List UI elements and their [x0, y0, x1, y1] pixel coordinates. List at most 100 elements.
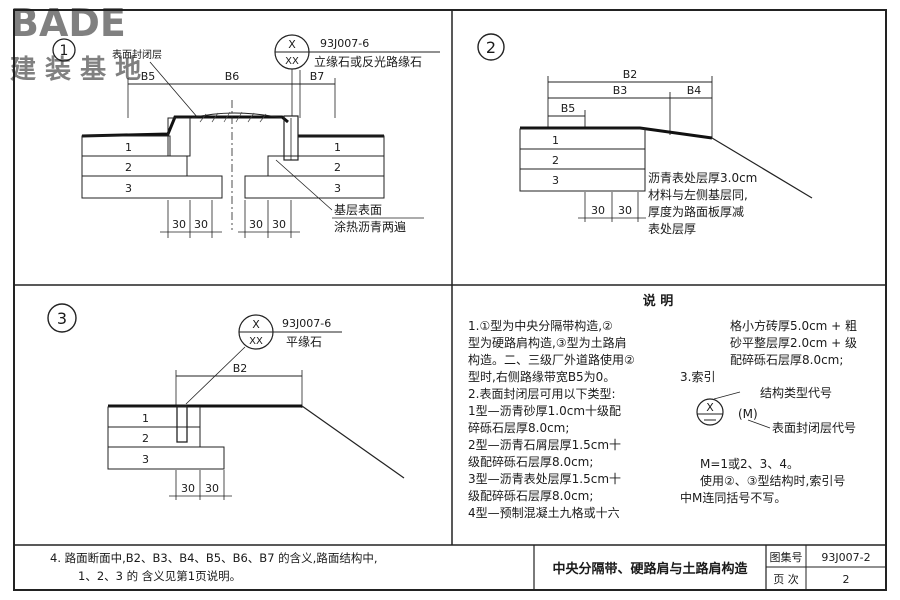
- panel-3-ref-top: X: [252, 318, 260, 331]
- panel-2-layer-3: [519, 168, 646, 192]
- panel-1-note-line-1: 基层表面: [334, 203, 382, 217]
- panel-2-slope: [711, 137, 813, 199]
- panel-3-slope: [301, 405, 405, 479]
- drawing-title: 中央分隔带、硬路肩与土路肩构造: [552, 561, 748, 577]
- notes-tail: M=1或2、3、4。 使用②、③型结构时,索引号 中M连同括号不写。: [680, 457, 845, 505]
- panel-2-note-line-1: 沥青表处层厚3.0cm: [648, 171, 757, 185]
- panel-1-surface-left: [81, 115, 289, 138]
- notes-tail-line: 中M连同括号不写。: [680, 490, 786, 505]
- notes-left-line: 型时,右侧路缘带宽B5为0。: [468, 369, 615, 384]
- index-symbol-legend: X (M) 结构类型代号 表面封闭层代号: [696, 385, 856, 435]
- panel-1-dim-30-c: 30: [249, 218, 263, 231]
- panel-3-number: 3: [57, 309, 67, 328]
- panel-1-number: 1: [60, 43, 69, 59]
- panel-1-layer-label-2: 2: [125, 161, 132, 174]
- index-x: X: [706, 401, 714, 414]
- atlas-value: 93J007-2: [821, 551, 870, 564]
- panel-1-layer-label-2-right: 2: [334, 161, 341, 174]
- panel-1-curb-left: [167, 117, 191, 157]
- panel-1-bottom-dims: [160, 200, 300, 238]
- panel-3-ref-bottom: XX: [249, 336, 263, 347]
- panel-3-layer-1: [107, 406, 201, 428]
- panel-2-dimension-lines: [547, 76, 713, 138]
- panel-3-dim-b2: B2: [233, 362, 248, 375]
- notes-left-line: 级配碎砾石层厚8.0cm;: [468, 488, 593, 503]
- panel-3-ref-code: 93J007-6: [282, 317, 331, 330]
- panel-2-layer-2: [519, 148, 646, 170]
- notes-left-line: 级配碎砾石层厚8.0cm;: [468, 454, 593, 469]
- watermark-logo: BADE 建 装 基 地: [10, 1, 141, 85]
- panel-1-number-circle: [52, 38, 76, 62]
- panel-1-note-leader: [275, 159, 333, 211]
- panel-2-note-line-4: 表处层厚: [648, 222, 696, 236]
- index-struct-label: 结构类型代号: [760, 385, 832, 400]
- panel-2-layer-label-2: 2: [552, 154, 559, 167]
- watermark-brand: BADE: [10, 1, 126, 45]
- atlas-label: 图集号: [770, 550, 803, 564]
- notes-right-column: 格小方砖厚5.0cm + 粗 砂平整层厚2.0cm + 级 配碎砾石层厚8.0c…: [680, 318, 857, 384]
- panel-1-layer-label-3: 3: [125, 182, 132, 195]
- panel-1-layer-1-right: [297, 135, 385, 157]
- notes-right-line: 格小方砖厚5.0cm + 粗: [730, 318, 857, 333]
- notes-section: 说 明 1.①型为中央分隔带构造,② 型为硬路肩构造,③型为土路肩 构造。二、三…: [468, 293, 857, 520]
- panel-2-dim-30-a: 30: [591, 204, 605, 217]
- index-seal-label: 表面封闭层代号: [772, 421, 856, 435]
- panel-2-dim-b3: B3: [613, 84, 628, 97]
- panel-1-note-line-2: 涂热沥青两遍: [334, 219, 406, 234]
- panel-1-ref-bottom: XX: [285, 56, 299, 67]
- notes-title: 说 明: [643, 293, 674, 309]
- panel-1-diagram: 1 表面封闭层 B6 B7 B5 1 2 3: [52, 34, 440, 238]
- panel-3-number-circle: [47, 303, 77, 333]
- panel-1-dim-30-b: 30: [194, 218, 208, 231]
- panel-3-layer-label-1: 1: [142, 412, 149, 425]
- index-circle: [696, 398, 724, 426]
- panel-2-diagram: 2 B2 B3 B4 B5 1 2 3 沥青表处层厚3.0cm 材料与左侧基层同…: [477, 33, 813, 236]
- panel-3-flat-curb: [176, 405, 188, 443]
- panel-1-seal-leader: [149, 61, 199, 119]
- panel-3-diagram: 3 X XX 93J007-6 平缘石 B2 1 2 3 30 30: [47, 303, 405, 500]
- panel-1-ref-text: 立缘石或反光路缘石: [314, 54, 422, 69]
- panel-1-seal-label: 表面封闭层: [112, 48, 162, 61]
- notes-tail-line: M=1或2、3、4。: [700, 457, 799, 471]
- panel-2-dim-b5: B5: [561, 102, 576, 115]
- notes-left-line: 3型—沥青表处层厚1.5cm十: [468, 472, 621, 486]
- watermark-subtitle: 建 装 基 地: [10, 55, 141, 85]
- panel-1-layer-2-left: [81, 155, 188, 177]
- panel-2-note-line-3: 厚度为路面板厚减: [648, 204, 744, 219]
- panel-1-layer-label-1: 1: [125, 141, 132, 154]
- footer-note-line-2: 1、2、3 的 含义见第1页说明。: [78, 569, 241, 583]
- panel-2-number-circle: [477, 33, 505, 61]
- panel-1-layer-label-3-right: 3: [334, 182, 341, 195]
- panel-1-dim-30-d: 30: [272, 218, 286, 231]
- panel-2-bottom-dims: [578, 192, 646, 222]
- notes-right-line: 3.索引: [680, 370, 715, 384]
- panel-1-ref-code: 93J007-6: [320, 37, 369, 50]
- panel-2-layer-1: [519, 128, 646, 150]
- page-label: 页 次: [773, 572, 799, 586]
- notes-left-line: 2型—沥青石屑层厚1.5cm十: [468, 438, 621, 452]
- panel-2-note-line-2: 材料与左侧基层同,: [648, 187, 748, 202]
- notes-left-line: 碎砾石层厚8.0cm;: [468, 420, 569, 435]
- page-value: 2: [843, 573, 850, 586]
- notes-left-line: 构造。二、三级厂外道路使用②: [468, 352, 635, 367]
- sheet-frame: [13, 9, 887, 591]
- panel-1-layer-2-right: [267, 155, 385, 177]
- panel-1-dim-b6: B6: [225, 70, 240, 83]
- panel-3-dim-30-b: 30: [205, 482, 219, 495]
- notes-left-line: 2.表面封闭层可用以下类型:: [468, 387, 616, 401]
- footer-note-line-1: 4. 路面断面中,B2、B3、B4、B5、B6、B7 的含义,路面结构中,: [50, 551, 377, 565]
- title-block: 4. 路面断面中,B2、B3、B4、B5、B6、B7 的含义,路面结构中, 1、…: [50, 550, 871, 586]
- notes-left-line: 4型—预制混凝土九格或十六: [468, 505, 620, 520]
- panel-3-dim-30-a: 30: [181, 482, 195, 495]
- panel-2-surface: [520, 126, 713, 140]
- panel-3-layer-2: [107, 426, 201, 448]
- panel-1-dim-b7: B7: [310, 70, 325, 83]
- notes-left-line: 型为硬路肩构造,③型为土路肩: [468, 335, 627, 350]
- panel-2-dim-b2: B2: [623, 68, 638, 81]
- notes-right-line: 砂平整层厚2.0cm + 级: [730, 335, 857, 350]
- panel-2-dim-30-b: 30: [618, 204, 632, 217]
- notes-left-column: 1.①型为中央分隔带构造,② 型为硬路肩构造,③型为土路肩 构造。二、三级厂外道…: [468, 318, 635, 520]
- panel-1-ref-top: X: [288, 38, 296, 51]
- index-m: (M): [738, 407, 758, 421]
